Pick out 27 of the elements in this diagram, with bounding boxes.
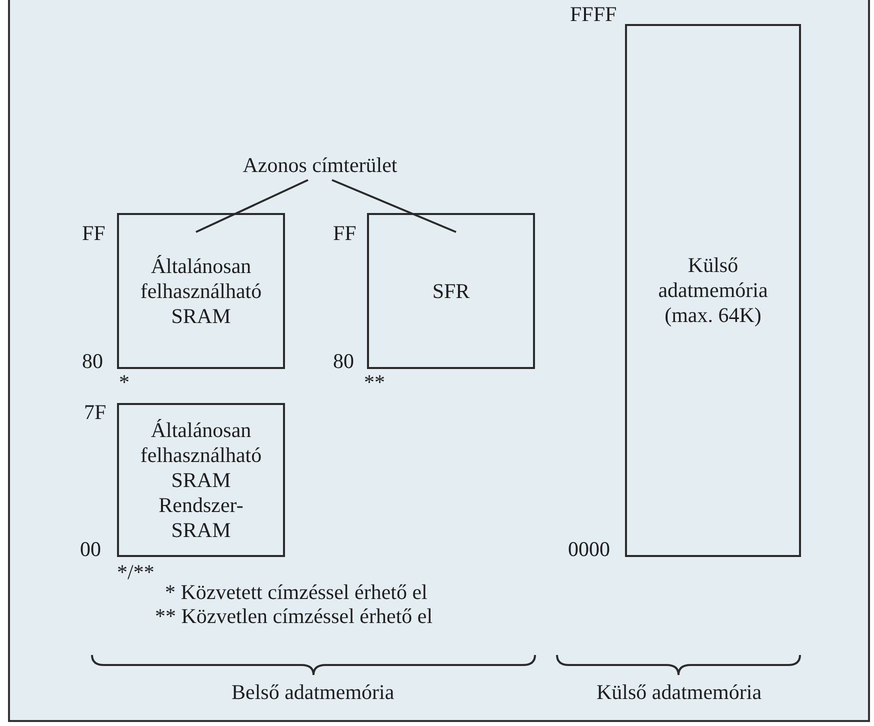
block-label: Általánosan felhasználható SRAM	[139, 418, 263, 492]
address-label: 80	[333, 349, 354, 373]
address-label: 00	[80, 537, 101, 561]
address-label: FF	[333, 221, 356, 245]
note-text: * Közvetett címzéssel érhető el	[165, 580, 428, 604]
block-label: Külső adatmemória (max. 64K)	[657, 253, 769, 328]
block-label: Rendszer-SRAM	[158, 492, 244, 542]
address-label: 7F	[84, 400, 106, 424]
block-label: Általánosan felhasználható SRAM	[139, 254, 263, 328]
heading-label: Azonos címterület	[242, 152, 398, 178]
address-label: 0000	[568, 537, 610, 561]
memory-block	[117, 213, 285, 369]
memory-block	[117, 403, 285, 557]
address-label: FFFF	[570, 2, 617, 26]
brace-label: Külső adatmemória	[596, 680, 762, 704]
footnote-mark: **	[364, 370, 385, 394]
leader-line	[196, 179, 308, 233]
memory-block	[625, 24, 801, 557]
address-label: 80	[82, 349, 103, 373]
address-label: FF	[82, 221, 106, 245]
footnote-mark: */**	[117, 560, 154, 584]
block-label: SFR	[431, 278, 471, 304]
leader-line	[332, 179, 456, 233]
memory-block	[367, 213, 535, 369]
footnote-mark: *	[119, 370, 130, 394]
note-text: ** Közvetlen címzéssel érhető el	[155, 604, 433, 628]
brace-label: Belső adatmemória	[232, 680, 394, 704]
